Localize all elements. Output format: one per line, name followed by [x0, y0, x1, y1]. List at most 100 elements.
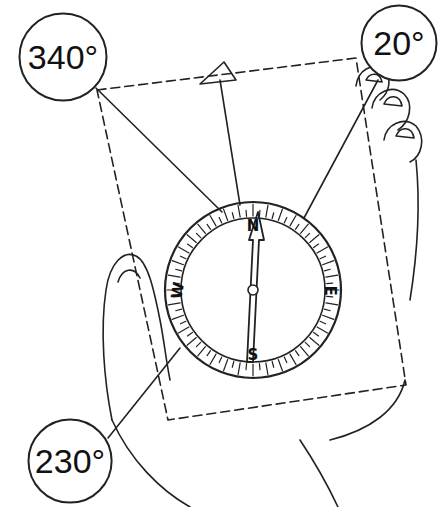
degree-tick — [290, 216, 296, 226]
degree-tick — [272, 361, 274, 367]
degree-tick — [224, 360, 228, 371]
degree-tick — [219, 357, 222, 362]
degree-tick — [323, 315, 334, 319]
direction-line — [220, 80, 240, 205]
degree-tick — [198, 347, 206, 356]
degree-tick — [324, 309, 330, 311]
degree-tick — [210, 354, 216, 364]
degree-tick — [176, 269, 182, 271]
degree-tick — [245, 210, 247, 216]
degree-tick — [317, 327, 327, 333]
degree-tick — [187, 332, 192, 335]
degree-tick — [301, 224, 309, 233]
callout-circle: 230° — [27, 418, 113, 504]
degree-tick — [317, 247, 327, 253]
finger-back — [410, 160, 418, 300]
degree-tick — [168, 275, 180, 277]
degree-tick — [179, 327, 189, 333]
wrist — [300, 440, 338, 507]
degree-tick — [320, 321, 325, 324]
degree-tick — [324, 269, 330, 271]
degree-tick — [259, 364, 261, 370]
needle-pivot — [248, 285, 258, 295]
compass-bezel — [165, 202, 341, 378]
degree-tick — [278, 209, 282, 220]
finger-nail — [384, 97, 402, 106]
circle-outline — [20, 14, 107, 101]
degree-tick — [187, 244, 192, 247]
thumb-nail — [118, 270, 140, 282]
degree-tick — [207, 351, 210, 356]
finger — [384, 122, 422, 162]
degree-tick — [266, 363, 268, 375]
degree-tick — [179, 247, 189, 253]
degree-tick — [238, 205, 240, 217]
degree-tick — [272, 213, 274, 219]
degree-tick — [172, 261, 183, 265]
direction-arrow — [200, 62, 236, 84]
degree-tick — [172, 315, 183, 319]
circle-outline — [362, 6, 437, 81]
degree-tick — [168, 303, 180, 305]
compass-letter: N — [247, 219, 260, 234]
degree-tick — [295, 224, 298, 229]
hand-edge — [330, 380, 405, 440]
degree-tick — [290, 354, 296, 364]
compass-needle — [247, 212, 264, 362]
degree-tick — [180, 321, 185, 324]
degree-tick — [326, 275, 338, 277]
palm — [112, 420, 190, 507]
degree-tick — [232, 213, 234, 219]
degree-tick — [278, 360, 282, 371]
degree-tick — [314, 244, 319, 247]
degree-tick — [196, 342, 200, 346]
degree-tick — [310, 338, 319, 346]
bearing-value: 340° — [28, 40, 98, 74]
degree-tick — [305, 233, 309, 237]
degree-tick — [232, 361, 234, 367]
degree-tick — [327, 282, 333, 284]
compass-letter: E — [322, 285, 337, 295]
degree-tick — [224, 209, 228, 220]
degree-tick — [219, 217, 222, 222]
callout-circle: 340° — [18, 12, 108, 102]
leader-line — [304, 80, 378, 218]
degree-tick — [210, 216, 216, 226]
degree-tick — [314, 332, 319, 335]
degree-tick — [305, 342, 309, 346]
degree-tick — [266, 205, 268, 217]
degree-tick — [323, 261, 334, 265]
degree-tick — [310, 235, 319, 243]
degree-tick — [301, 347, 309, 356]
bearing-value: 20° — [373, 26, 424, 60]
leader-line — [108, 348, 180, 438]
degree-tick — [198, 224, 206, 233]
degree-tick — [245, 364, 247, 370]
degree-tick — [176, 309, 182, 311]
degree-tick — [187, 338, 196, 346]
degree-tick — [180, 256, 185, 259]
finger-nail — [396, 129, 414, 138]
degree-tick — [327, 296, 333, 298]
degree-tick — [295, 351, 298, 356]
degree-tick — [252, 364, 253, 376]
degree-tick — [320, 256, 325, 259]
degree-tick — [252, 204, 253, 216]
degree-tick — [207, 224, 210, 229]
degree-tick — [284, 217, 287, 222]
base-plate — [97, 58, 406, 420]
degree-ticks — [167, 204, 339, 376]
callout-circle: 20° — [360, 4, 438, 82]
degree-tick — [196, 233, 200, 237]
compass-letter: S — [248, 348, 259, 363]
bearing-value: 230° — [35, 444, 105, 478]
degree-tick — [326, 303, 338, 305]
finger — [372, 90, 410, 130]
thumb — [103, 254, 170, 420]
leader-line — [96, 88, 222, 212]
compass-letter: W — [169, 281, 187, 300]
circle-outline — [28, 419, 111, 502]
degree-tick — [187, 235, 196, 243]
degree-tick — [238, 363, 240, 375]
degree-tick — [284, 357, 287, 362]
